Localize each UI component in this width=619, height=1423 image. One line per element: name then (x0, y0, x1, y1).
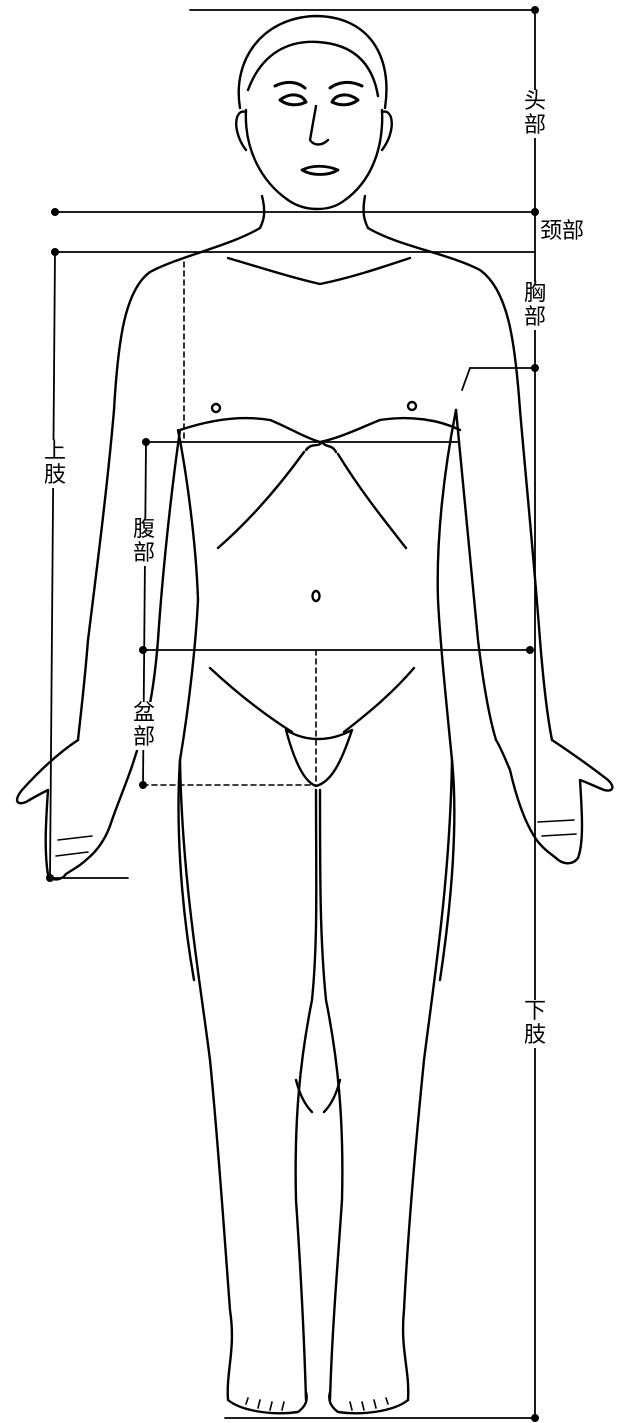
label-upper-limb: 上 肢 (42, 440, 68, 488)
label-neck: 颈部 (540, 220, 584, 244)
left-eye (280, 95, 306, 105)
label-chest: 胸 部 (522, 282, 548, 330)
left-leg (180, 760, 232, 1400)
measurement-dots (46, 6, 539, 1422)
left-measure-axis (50, 252, 55, 878)
measurement-lines (50, 10, 535, 1418)
left-hand (17, 740, 140, 879)
right-ear (382, 112, 392, 150)
body-outline (17, 16, 612, 1413)
label-head: 头 部 (522, 90, 548, 138)
label-lower-limb: 下 肢 (522, 1000, 548, 1048)
label-abdomen: 腹 部 (131, 518, 157, 566)
right-hand (496, 740, 612, 863)
face (246, 110, 382, 209)
mouth (302, 166, 338, 174)
left-ear (236, 112, 246, 150)
label-pelvis: 盆 部 (131, 702, 157, 750)
left-arm (78, 410, 114, 740)
right-eye (332, 95, 358, 105)
nose (310, 106, 328, 145)
right-arm (520, 410, 552, 740)
right-leg (403, 760, 452, 1400)
